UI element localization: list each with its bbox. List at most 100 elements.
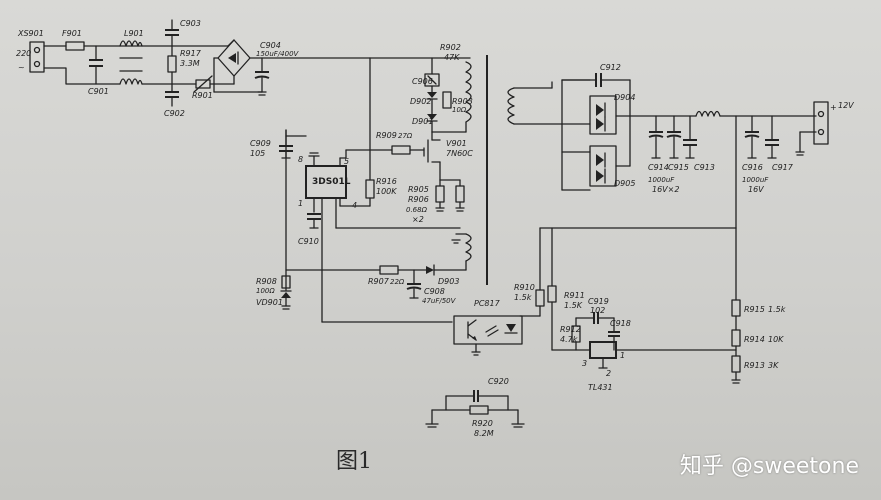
label-x2: ×2 xyxy=(412,215,424,224)
label-vd901: VD901 xyxy=(256,298,283,307)
label-r908: R908 xyxy=(256,277,277,286)
label-r916-value: 100K xyxy=(376,187,397,196)
label-c901: C901 xyxy=(88,87,109,96)
label-v901-value: 7N60C xyxy=(446,149,473,158)
label-c917: C917 xyxy=(772,163,794,172)
label-c904: C904 xyxy=(260,41,281,50)
capacitor-c910 xyxy=(307,213,321,229)
label-d902: D902 xyxy=(410,97,431,106)
label-v901: V901 xyxy=(446,139,467,148)
label-r909-value: 27Ω xyxy=(398,132,413,140)
label-r917: R917 xyxy=(180,49,202,58)
label-c915: C915 xyxy=(668,163,689,172)
feedback-line xyxy=(321,197,453,323)
label-r917-value: 3.3M xyxy=(180,59,200,68)
capacitor-c901 xyxy=(89,59,103,67)
label-r902: R902 xyxy=(440,43,461,52)
label-c919-value: 102 xyxy=(590,306,605,315)
label-c918: C918 xyxy=(610,319,631,328)
label-r913: R913 xyxy=(744,361,765,370)
label-d903: D903 xyxy=(438,277,459,286)
label-r908-value: 100Ω xyxy=(256,287,275,295)
current-sense-resistors xyxy=(435,179,465,212)
transformer-primary-winding xyxy=(431,61,472,133)
optocoupler-pc817 xyxy=(453,315,523,356)
label-c912: C912 xyxy=(600,63,621,72)
label-l901: L901 xyxy=(124,29,144,38)
common-mode-choke-l901 xyxy=(119,40,143,85)
label-r915: R915 xyxy=(744,305,765,314)
capacitor-c903 xyxy=(165,19,179,47)
startup-resistor-r916 xyxy=(365,179,375,207)
bridge-rectifier xyxy=(213,39,263,93)
label-r905-value: 0.68Ω xyxy=(406,206,428,214)
resistor-r917 xyxy=(167,45,177,85)
label-pc817: PC817 xyxy=(474,299,501,308)
label-ac-input: 220 xyxy=(16,49,31,58)
label-c909: C909 xyxy=(250,139,271,148)
fuse-f901 xyxy=(65,41,85,51)
mosfet-v901 xyxy=(409,131,441,181)
label-r913-value: 3K xyxy=(768,361,779,370)
label-c916-value: 1000uF xyxy=(742,176,769,184)
label-output-12v: 12V xyxy=(838,101,854,110)
label-c906: C906 xyxy=(412,77,433,86)
label-c914-value2: 16V×2 xyxy=(652,185,679,194)
label-d901: D901 xyxy=(412,117,433,126)
y-capacitor-c920-r920 xyxy=(425,390,525,428)
resistor-r911 xyxy=(547,285,591,351)
transformer-secondary-winding xyxy=(507,81,563,125)
label-c909-value: 105 xyxy=(250,149,265,158)
rectifier-diodes-d904-d905 xyxy=(561,79,631,191)
label-tl-pin2: 2 xyxy=(606,369,611,378)
label-r912: R912 xyxy=(560,325,581,334)
snubber-network xyxy=(424,73,452,133)
label-r920: R920 xyxy=(472,419,493,428)
output-terminal-12v xyxy=(795,101,829,156)
label-r901: R901 xyxy=(192,91,213,100)
capacitor-c902 xyxy=(165,83,179,107)
label-controller-ic: 3DS01L xyxy=(312,177,351,187)
label-r915-value: 1.5k xyxy=(768,305,786,314)
auxiliary-winding xyxy=(451,233,472,271)
label-r907-value: 22Ω xyxy=(390,278,405,286)
label-r912-value: 4.7k xyxy=(560,335,578,344)
primary-bus xyxy=(369,57,471,181)
label-c904-value: 150uF/400V xyxy=(256,50,300,58)
capacitor-c912 xyxy=(561,73,631,117)
label-r911: R911 xyxy=(564,291,585,300)
label-f901: F901 xyxy=(62,29,82,38)
zener-vd901 xyxy=(280,275,292,310)
label-c908-value: 47uF/50V xyxy=(422,297,457,305)
label-d904: D904 xyxy=(614,93,635,102)
label-c920: C920 xyxy=(488,377,509,386)
label-r910: R910 xyxy=(514,283,535,292)
label-r905: R905 xyxy=(408,185,429,194)
label-d905: D905 xyxy=(614,179,635,188)
label-ic-pin8: 8 xyxy=(298,155,303,164)
vcc-supply-line xyxy=(285,129,467,299)
label-ic-pin5: 5 xyxy=(344,157,349,166)
label-ac-symbol: ~ xyxy=(18,63,25,72)
capacitor-c909 xyxy=(279,129,307,159)
output-filter-capacitors xyxy=(629,115,697,159)
figure-caption: 图1 xyxy=(336,449,372,474)
gate-resistor-r909 xyxy=(345,145,411,155)
watermark-text: 知乎 @sweetone xyxy=(679,454,859,479)
label-r920-value: 8.2M xyxy=(474,429,494,438)
label-r909: R909 xyxy=(376,131,397,140)
label-tl-pin1: 1 xyxy=(620,351,625,360)
label-r903-value: 10Ω xyxy=(452,106,467,114)
label-ic-pin1: 1 xyxy=(298,199,303,208)
output-capacitors-c916-c917 xyxy=(735,115,779,229)
ac-input-terminal-xs901 xyxy=(29,41,45,73)
label-r907: R907 xyxy=(368,277,390,286)
resistor-r910 xyxy=(519,289,545,317)
label-r916: R916 xyxy=(376,177,397,186)
feedback-rail xyxy=(539,227,737,301)
label-c914: C914 xyxy=(648,163,669,172)
capacitor-c919-c918 xyxy=(575,312,620,351)
label-c908: C908 xyxy=(424,287,445,296)
